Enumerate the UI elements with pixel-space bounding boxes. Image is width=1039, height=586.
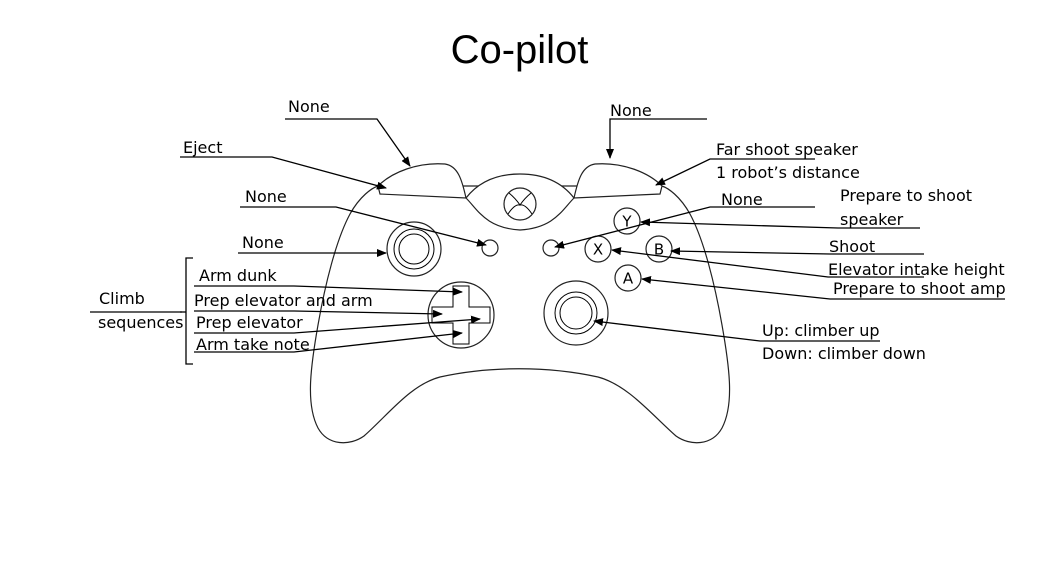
b-button: B [645, 235, 673, 263]
label-prep-elevator-arm: Prep elevator and arm [194, 291, 373, 310]
label-prepare-amp: Prepare to shoot amp [833, 279, 1006, 298]
leader-arm-dunk [194, 285, 463, 296]
label-eject: Eject [183, 138, 223, 157]
dpad [427, 281, 495, 349]
svg-text:A: A [623, 270, 634, 288]
label-prepare-speaker-line2: speaker [840, 210, 904, 229]
label-none-view: None [245, 187, 287, 206]
label-none-lb: None [288, 97, 330, 116]
label-climb-line1: Climb [99, 289, 145, 308]
leader-menu [554, 206, 815, 249]
label-elevator-intake: Elevator intake height [828, 260, 1005, 279]
left-stick [386, 221, 442, 277]
label-rstick-down: Down: climber down [762, 344, 926, 363]
leader-x [611, 247, 924, 278]
right-stick [543, 280, 609, 346]
leader-a [641, 275, 1005, 300]
leader-far-shoot [655, 158, 815, 186]
leader-eject [180, 156, 387, 190]
label-prep-elevator: Prep elevator [196, 313, 303, 332]
label-none-lstick: None [242, 233, 284, 252]
xbox-logo-icon [503, 187, 537, 221]
label-far-shoot-line2: 1 robot’s distance [716, 163, 860, 182]
label-none-menu: None [721, 190, 763, 209]
svg-text:B: B [654, 241, 664, 259]
climb-bracket [185, 257, 193, 365]
view-button [481, 239, 499, 257]
label-arm-dunk: Arm dunk [199, 266, 277, 285]
leader-rstick [593, 318, 880, 342]
svg-text:X: X [593, 241, 603, 259]
leader-lb [285, 118, 411, 167]
label-far-shoot-line1: Far shoot speaker [716, 140, 858, 159]
right-bumper [573, 163, 663, 199]
leader-y [640, 218, 920, 229]
label-arm-take-note: Arm take note [196, 335, 310, 354]
leader-shoot [670, 247, 924, 256]
a-button: A [614, 264, 642, 292]
x-button: X [584, 235, 612, 263]
y-button: Y [613, 207, 641, 235]
slide-title: Co-pilot [450, 28, 589, 72]
leader-view [240, 206, 487, 247]
leader-prep-elev [194, 315, 481, 334]
label-none-rb: None [610, 101, 652, 120]
leader-arm-take-note [194, 330, 463, 353]
label-climb-line2: sequences [98, 313, 184, 332]
left-bumper [377, 163, 467, 199]
svg-text:Y: Y [621, 213, 632, 231]
leader-rb [606, 118, 707, 159]
leader-prep-elev-arm [194, 309, 443, 318]
menu-button [542, 239, 560, 257]
label-rstick-up: Up: climber up [762, 321, 880, 340]
label-prepare-speaker-line1: Prepare to shoot [840, 186, 973, 205]
label-shoot: Shoot [829, 237, 876, 256]
